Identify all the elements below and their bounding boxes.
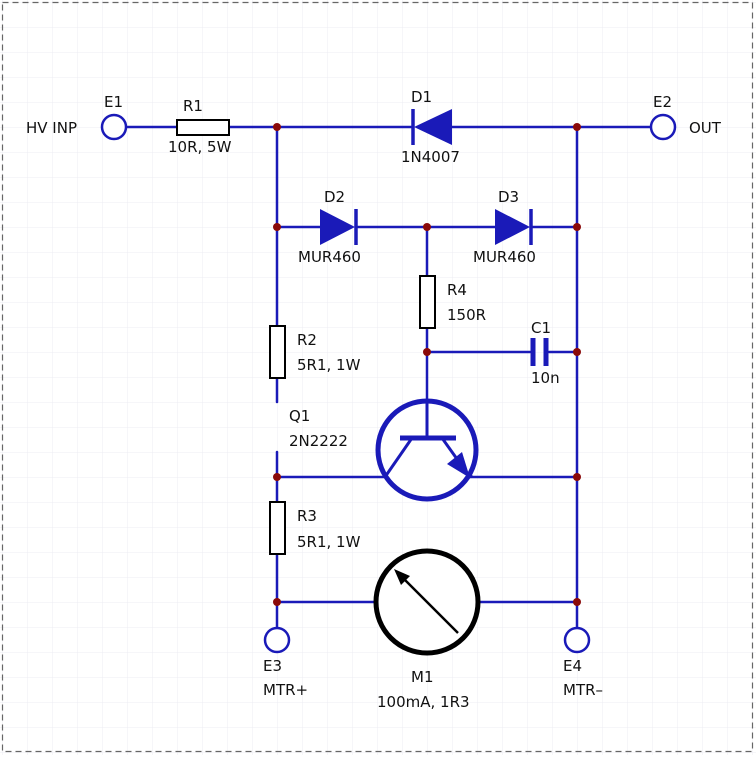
transistor-q1-circle xyxy=(375,398,479,502)
diode-d2-value: MUR460 xyxy=(298,248,361,266)
resistor-r4[interactable]: R4 150R xyxy=(419,275,486,329)
junction-dot xyxy=(573,223,581,231)
transistor-q1-ref: Q1 xyxy=(289,407,310,425)
terminal-e3[interactable]: E3 MTR+ xyxy=(263,626,308,699)
diode-d2[interactable]: D2 MUR460 xyxy=(298,188,361,266)
terminal-e1[interactable]: E1 HV INP xyxy=(26,93,128,141)
transistor-q1-base-lead xyxy=(383,437,414,478)
resistor-r3-ref: R3 xyxy=(297,507,317,525)
terminal-e3-ref: E3 xyxy=(263,657,282,675)
diode-d1-ref: D1 xyxy=(411,88,432,106)
resistor-r4-ref: R4 xyxy=(447,281,467,299)
diode-d3-triangle xyxy=(495,209,530,245)
terminal-e4-ref: E4 xyxy=(563,657,582,675)
junction-dot xyxy=(573,348,581,356)
wires xyxy=(124,125,652,630)
meter-m1-value: 100mA, 1R3 xyxy=(377,693,470,711)
junction-dot xyxy=(273,473,281,481)
resistor-r1-ref: R1 xyxy=(183,97,203,115)
capacitor-c1[interactable]: C1 10n xyxy=(530,319,560,387)
junction-dot xyxy=(273,223,281,231)
meter-m1-needle-arrow xyxy=(394,569,410,585)
transistor-q1-emitter-arrow xyxy=(447,452,470,478)
terminal-e2-circle xyxy=(649,113,677,141)
terminal-e4[interactable]: E4 MTR– xyxy=(563,626,603,699)
resistor-r4-value: 150R xyxy=(447,306,486,324)
terminal-e4-label: MTR– xyxy=(563,681,603,699)
transistor-q1-value: 2N2222 xyxy=(289,432,348,450)
terminal-e3-circle xyxy=(263,626,291,654)
terminal-e1-ref: E1 xyxy=(104,93,123,111)
junction-dot xyxy=(573,123,581,131)
resistor-r1-value: 10R, 5W xyxy=(168,138,232,156)
diode-d2-ref: D2 xyxy=(324,188,345,206)
resistor-r3-body xyxy=(269,501,286,555)
resistor-r1[interactable]: R1 10R, 5W xyxy=(168,97,232,156)
resistor-r3-value: 5R1, 1W xyxy=(297,533,361,551)
resistor-r1-body xyxy=(176,119,230,136)
meter-m1[interactable]: M1 100mA, 1R3 xyxy=(373,548,481,711)
terminal-e2-ref: E2 xyxy=(653,93,672,111)
resistor-r3[interactable]: R3 5R1, 1W xyxy=(269,501,361,555)
junction-dot xyxy=(273,123,281,131)
resistor-r2-body xyxy=(269,325,286,379)
resistor-r2-ref: R2 xyxy=(297,331,317,349)
diode-d1-value: 1N4007 xyxy=(401,148,460,166)
junction-dot xyxy=(273,598,281,606)
terminal-e2[interactable]: E2 OUT xyxy=(649,93,722,141)
terminal-e1-circle xyxy=(100,113,128,141)
diode-d3-value: MUR460 xyxy=(473,248,536,266)
junctions xyxy=(273,123,581,606)
diode-d3[interactable]: D3 MUR460 xyxy=(473,188,536,266)
diode-d2-triangle xyxy=(320,209,355,245)
diode-d1-triangle xyxy=(414,109,452,145)
terminal-e4-circle xyxy=(563,626,591,654)
junction-dot xyxy=(423,348,431,356)
junction-dot xyxy=(573,473,581,481)
terminal-e2-label: OUT xyxy=(689,119,722,137)
diode-d1[interactable]: D1 1N4007 xyxy=(401,88,460,166)
terminal-e1-label: HV INP xyxy=(26,119,77,137)
transistor-q1[interactable]: Q1 2N2222 xyxy=(289,398,479,502)
diode-d3-ref: D3 xyxy=(498,188,519,206)
junction-dot xyxy=(573,598,581,606)
junction-dot xyxy=(423,223,431,231)
resistor-r2-value: 5R1, 1W xyxy=(297,356,361,374)
meter-m1-ref: M1 xyxy=(411,668,434,686)
meter-m1-needle xyxy=(399,574,459,634)
transistor-q1-emitter-tail xyxy=(465,470,473,479)
capacitor-c1-value: 10n xyxy=(531,369,560,387)
terminal-e3-label: MTR+ xyxy=(263,681,308,699)
resistor-r4-body xyxy=(419,275,436,329)
resistor-r2[interactable]: R2 5R1, 1W xyxy=(269,325,361,379)
capacitor-c1-ref: C1 xyxy=(531,319,551,337)
